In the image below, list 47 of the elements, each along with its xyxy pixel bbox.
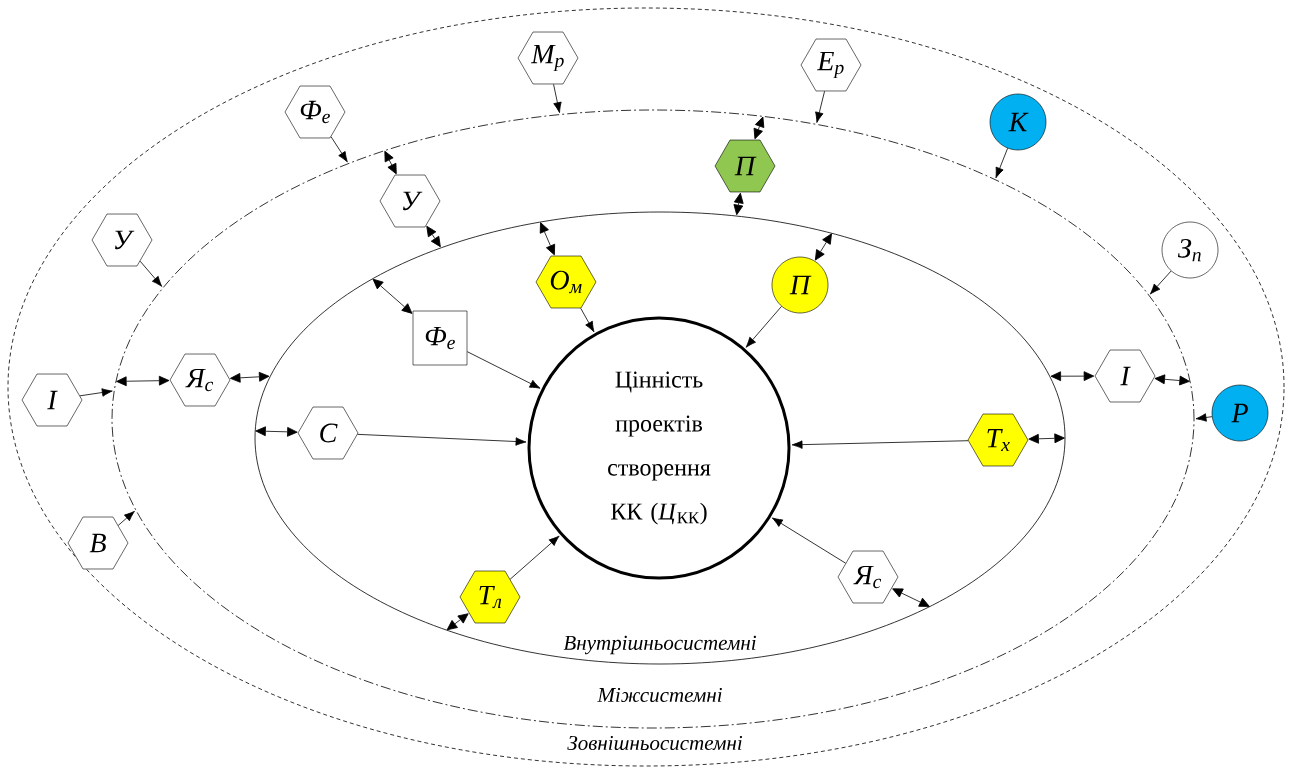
arrow (1195, 413, 1213, 422)
factor-square: Ф$_{е}$ (412, 310, 468, 366)
factor-hexagon: В (67, 516, 129, 570)
arrow (753, 116, 765, 140)
arrow (771, 517, 847, 564)
arrow (446, 613, 469, 631)
factor-hexagon: У (379, 174, 441, 228)
arrow (230, 371, 270, 383)
factor-hexagon: Е$_{р}$ (800, 38, 862, 92)
arrow (814, 233, 832, 261)
arrow (815, 90, 825, 123)
arrow (1028, 433, 1065, 444)
arrow (995, 147, 1008, 179)
factor-hexagon: О$_{м}$ (535, 255, 597, 309)
arrow (357, 433, 527, 446)
arrow (1154, 374, 1190, 386)
arrow (539, 222, 556, 256)
factor-hexagon: Я$_{с}$ (169, 353, 231, 407)
arrow (330, 136, 348, 163)
factor-hexagon: Я$_{с}$ (837, 550, 899, 604)
arrow (139, 260, 163, 287)
factor-hexagon: Т$_{л}$ (459, 570, 521, 624)
factor-hexagon: У (91, 213, 153, 267)
arrow (1149, 270, 1172, 295)
arrow (553, 83, 562, 113)
factor-hexagon: Т$_{х}$ (967, 413, 1029, 467)
arrow (892, 588, 930, 607)
arrow (79, 388, 113, 397)
factor-hexagon: І (21, 373, 83, 427)
arrow (745, 306, 782, 348)
arrow (580, 307, 595, 333)
arrow (791, 440, 969, 449)
arrow (426, 225, 441, 248)
arrow (117, 510, 135, 526)
arrow (466, 351, 541, 389)
factor-hexagon: М$_{р}$ (517, 31, 579, 85)
arrow (733, 192, 744, 216)
arrow (372, 278, 413, 314)
arrow (255, 426, 298, 437)
arrow (1050, 371, 1095, 382)
arrow (384, 150, 397, 175)
factor-hexagon: Ф$_{е}$ (284, 85, 346, 139)
arrow (509, 535, 560, 580)
factor-hexagon: С (297, 406, 359, 460)
arrow (116, 375, 170, 387)
factor-hexagon: П (714, 139, 776, 193)
factor-hexagon: І (1094, 349, 1156, 403)
